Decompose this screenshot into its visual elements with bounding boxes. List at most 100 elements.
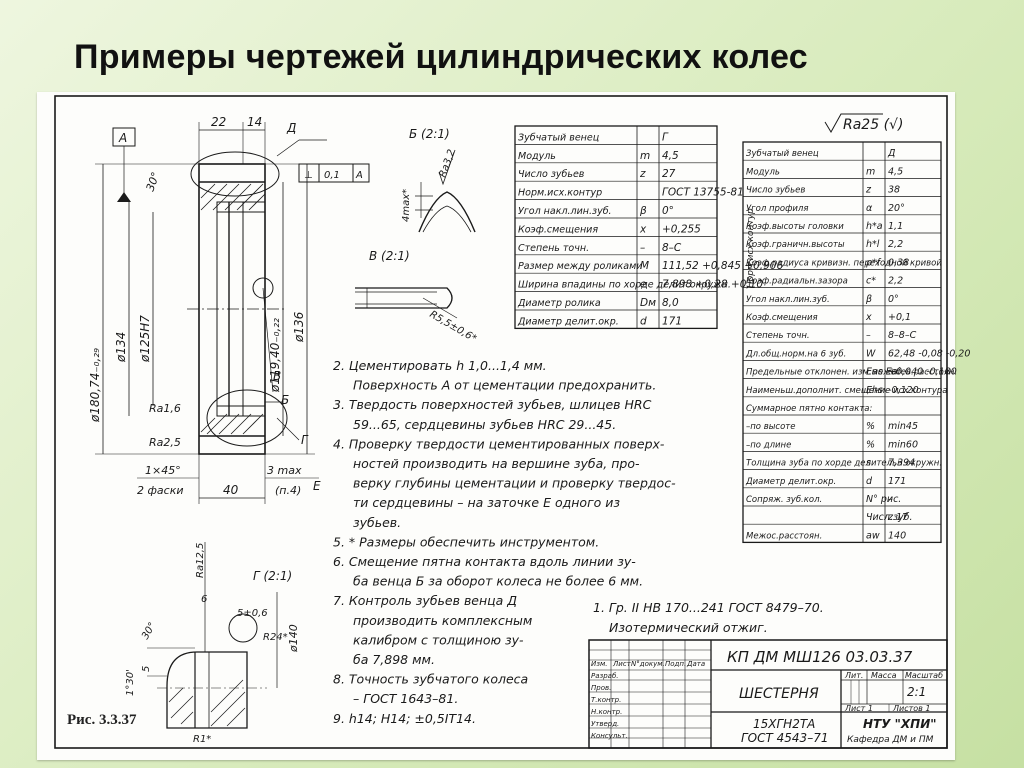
tol-val: 0,1 xyxy=(324,170,340,181)
table-g-cell: ГОСТ 13755-81 xyxy=(662,187,744,199)
note-right-2: Изотермический отжиг. xyxy=(609,620,768,635)
table-d-cell: z xyxy=(865,185,872,196)
table-d-cell: 140 xyxy=(888,530,906,541)
dim-width: 40 xyxy=(223,483,239,497)
dim-max: 3 max xyxy=(267,464,302,477)
label-d: Д xyxy=(286,121,296,135)
tb-role: Н.контр. xyxy=(591,708,622,716)
table-d-cell: Угол накл.лин.зуб. xyxy=(746,295,830,305)
table-d-cell: -0,120 xyxy=(888,385,919,396)
dim-d5: ø136 xyxy=(292,311,306,343)
detail-g-d2: 5±0,6 xyxy=(237,608,268,619)
datum-label: А xyxy=(118,131,127,145)
table-d-cell: –по высоте xyxy=(746,422,796,432)
doc-code: КП ДМ МШ126 03.03.37 xyxy=(727,648,913,666)
dim-d2: ø134 xyxy=(114,332,128,363)
table-d-cell: 0,38 xyxy=(888,257,909,268)
table-d-cell: Коэф.радиальн.зазора xyxy=(746,277,848,287)
note-line: 7. Контроль зубьев венца Д xyxy=(333,593,517,608)
table-d-cell: 1,1 xyxy=(888,221,903,232)
tol-ref: А xyxy=(355,170,363,181)
detail-g-a2: 1°30' xyxy=(125,669,136,696)
dim-n4: (п.4) xyxy=(275,484,301,497)
table-g-cell: Норм.исх.контур xyxy=(518,188,602,199)
slide-title: Примеры чертежей цилиндрических колес xyxy=(74,38,808,76)
dim-chamfer: 1×45° xyxy=(145,464,181,477)
detail-b-label: Б (2:1) xyxy=(409,127,450,141)
table-g-cell: Размер между роликами xyxy=(518,261,642,272)
dim-chamfer2: 2 фаски xyxy=(137,484,183,497)
table-d-cell: ρ*f xyxy=(866,257,882,268)
table-d-cell: 2,2 xyxy=(888,239,903,250)
detail-v-dim: R5,5±0,6* xyxy=(428,309,479,345)
table-g-cell: 8–С xyxy=(662,242,682,254)
table-g-cell: Коэф.смещения xyxy=(518,224,598,235)
table-d-cell: Толщина зуба по хорде делительн.окружн. xyxy=(746,459,942,469)
note-line: производить комплексным xyxy=(353,613,532,628)
table-g-cell: d xyxy=(640,315,647,327)
table-d-cell: Модуль xyxy=(746,167,780,177)
table-d-cell: Eas Eai xyxy=(866,367,901,378)
table-d-cell: 171 xyxy=(888,476,906,487)
tb-role: Т.контр. xyxy=(591,696,621,704)
table-d-cell: W xyxy=(866,348,876,359)
table-g-cell: Г xyxy=(662,131,669,143)
table-d-cell: 20° xyxy=(888,203,905,214)
table-g-cell: m xyxy=(640,150,650,162)
tb-role: Дата xyxy=(686,660,705,668)
table-d-cell: 7,394 xyxy=(888,458,915,469)
tb-role: N°докум. xyxy=(631,660,665,668)
table-d-cell: 62,48 -0,08 -0,20 xyxy=(888,348,970,359)
roughness-mark: Ra25 (√) xyxy=(843,117,903,133)
dim-top2: 14 xyxy=(247,115,262,129)
scale-value: 2:1 xyxy=(907,685,926,699)
table-d-cell: Число зубьев xyxy=(746,186,805,196)
tb-role: Разраб. xyxy=(591,672,619,680)
tb-role: Лист xyxy=(612,660,632,668)
scale-header: Масштаб xyxy=(905,671,943,680)
table-g-cell: e xyxy=(640,279,646,291)
table-d-cell: h*a xyxy=(866,221,883,232)
table-d-cell: m xyxy=(866,166,875,177)
table-d-cell: min60 xyxy=(888,439,918,450)
table-d-cell: 8–8–С xyxy=(888,330,917,341)
table-g-cell: – xyxy=(640,242,645,254)
table-d-cell: Коэф.высоты головки xyxy=(746,222,844,232)
ra-1: Ra1,6 xyxy=(149,402,181,415)
table-d-cell: x xyxy=(865,312,872,323)
note-line: Поверхность А от цементации предохранить… xyxy=(353,378,656,393)
table-d-cell: aw xyxy=(866,530,880,541)
note-line: ти сердцевины – на заточке Е одного из xyxy=(353,495,620,510)
material-1: 15ХГН2ТА xyxy=(753,717,815,731)
table-d-cell: – xyxy=(888,494,893,505)
table-g-cell: Степень точн. xyxy=(518,243,589,254)
table-g-cell: Модуль xyxy=(518,151,556,162)
table-d-cell: Предельные отклонен. изм.межосев.расстоя… xyxy=(746,368,957,378)
material-2: ГОСТ 4543–71 xyxy=(741,731,828,745)
detail-g-ra: Ra12,5 xyxy=(195,543,206,578)
table-d-cell: Суммарное пятно контакта: xyxy=(746,404,873,414)
table-g-cell: 7,898 +0,28 +0,10 xyxy=(662,279,763,291)
table-g-cell: x xyxy=(639,223,647,235)
technical-notes: 2. Цементировать h 1,0...1,4 мм.Поверхно… xyxy=(333,358,676,726)
table-g-cell: +0,255 xyxy=(662,223,701,235)
table-g-cell: Диаметр делит.окр. xyxy=(517,316,619,327)
detail-g-d1: 6 xyxy=(201,594,207,605)
table-d-cell: Зубчатый венец xyxy=(746,149,819,159)
dim-angle: 30° xyxy=(144,170,163,193)
table-d-cell: min45 xyxy=(888,421,918,432)
table-d-cell: Коэф.радиуса кривизн. переходной кривой xyxy=(746,258,942,268)
table-d-cell: Диаметр делит.окр. xyxy=(745,477,836,487)
table-g-cell: β xyxy=(639,205,647,217)
sheet-label: Лист 1 xyxy=(844,704,873,713)
table-d-side-label: Норм.исх.контур xyxy=(746,208,756,288)
table-d-cell: Наименьш.дополнит. смещение исх.контура xyxy=(746,386,948,396)
figure-caption: Рис. 3.3.37 xyxy=(67,712,137,728)
table-g-cell: Диаметр ролика xyxy=(517,298,601,309)
detail-b-dim: 4max* xyxy=(401,189,412,222)
table-g-cell: 27 xyxy=(662,168,676,180)
table-d-cell: 2,2 xyxy=(888,276,903,287)
table-g-cell: M xyxy=(640,260,649,272)
